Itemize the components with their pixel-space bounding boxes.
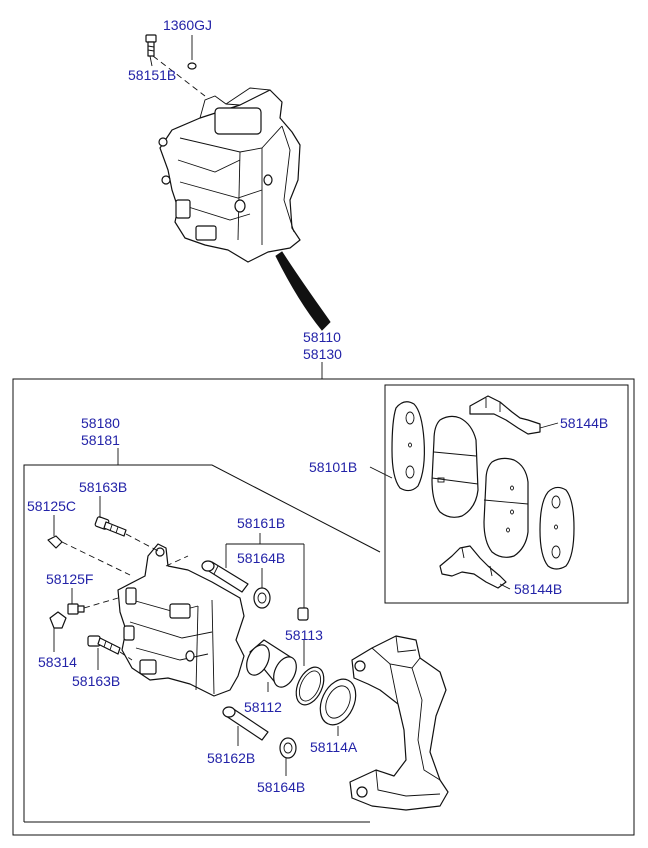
frame-caliper-assembly	[12, 378, 635, 836]
caliper-body-58180	[117, 543, 245, 697]
label-1360gj: 1360GJ	[163, 17, 212, 33]
label-58314: 58314	[38, 654, 77, 670]
caliper-bracket	[349, 635, 449, 811]
label-58163b-lower: 58163B	[72, 673, 120, 689]
bleeder-screw-58125f	[67, 603, 85, 615]
washer-1360gj	[187, 62, 197, 70]
label-58164b-lower: 58164B	[257, 779, 305, 795]
label-58125f: 58125F	[46, 571, 93, 587]
brake-pad-left	[431, 415, 479, 518]
assembled-caliper	[145, 34, 331, 331]
label-58181: 58181	[81, 432, 120, 448]
label-58164b-upper: 58164B	[237, 550, 285, 566]
label-58163b-upper: 58163B	[79, 479, 127, 495]
label-58161b: 58161B	[237, 515, 285, 531]
label-58162b: 58162B	[207, 750, 255, 766]
label-58130: 58130	[303, 346, 342, 362]
label-58114a: 58114A	[310, 739, 358, 755]
guide-pin-58162b	[222, 706, 269, 741]
label-58112: 58112	[244, 699, 282, 715]
label-58101b: 58101B	[309, 459, 357, 475]
bolt-58163b-lower	[87, 635, 121, 655]
bolt-58163b-upper	[94, 516, 127, 537]
cap-58113	[297, 607, 309, 621]
label-58144b-lower: 58144B	[514, 581, 562, 597]
label-58113: 58113	[285, 627, 323, 643]
boot-58164b-upper	[253, 587, 271, 609]
part-labels: 1360GJ 58151B 58110 58130 58180 58181 58…	[27, 17, 608, 795]
piston-58112	[246, 639, 297, 688]
bleeder-cap-58125c	[47, 535, 63, 549]
frame-pad-kit	[384, 384, 629, 604]
seal-ring	[295, 666, 325, 706]
pad-spring-clip-upper	[469, 395, 541, 435]
pad-spring-clip-lower	[439, 545, 507, 589]
label-58110: 58110	[303, 329, 341, 345]
label-58125c: 58125C	[27, 498, 76, 514]
brake-pad-right	[483, 457, 529, 558]
assembly-arrow	[275, 251, 331, 331]
bolt-58151b	[145, 34, 157, 57]
label-58180: 58180	[81, 415, 120, 431]
pad-shim-right	[539, 486, 575, 570]
boot-58164b-lower	[279, 737, 297, 759]
label-58151b: 58151B	[128, 67, 176, 83]
guide-pin-58161b	[201, 560, 249, 593]
dust-boot-58114a	[319, 678, 357, 726]
clip-58314	[49, 611, 67, 629]
leader-lines	[53, 35, 559, 776]
label-58144b-upper: 58144B	[560, 415, 608, 431]
pad-shim-left	[391, 401, 425, 492]
